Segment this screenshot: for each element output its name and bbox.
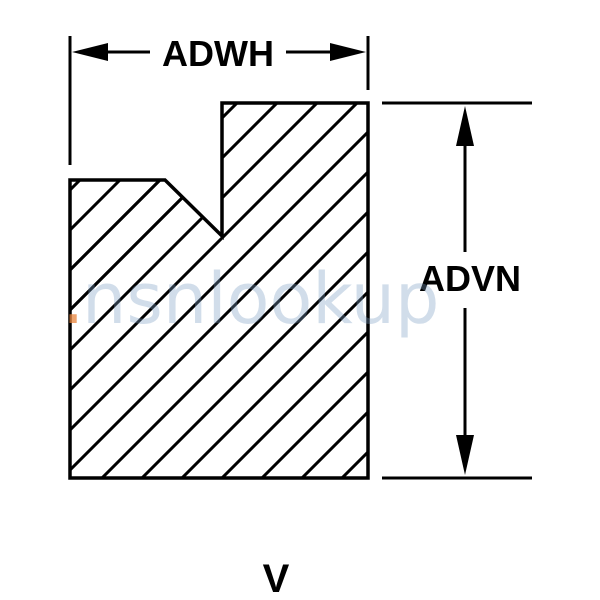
arrow-down-icon <box>456 435 474 475</box>
arrow-right-icon <box>330 43 366 61</box>
v-block-outline <box>68 101 370 480</box>
width-dimension <box>68 36 370 165</box>
arrow-left-icon <box>72 43 108 61</box>
shape-label: V <box>263 557 290 600</box>
watermark-text: nsnlookup <box>82 258 440 340</box>
watermark-dot: . <box>62 258 84 340</box>
height-label: ADVN <box>419 258 521 299</box>
width-label: ADWH <box>162 33 274 74</box>
height-dimension <box>382 101 532 480</box>
arrow-up-icon <box>456 106 474 146</box>
